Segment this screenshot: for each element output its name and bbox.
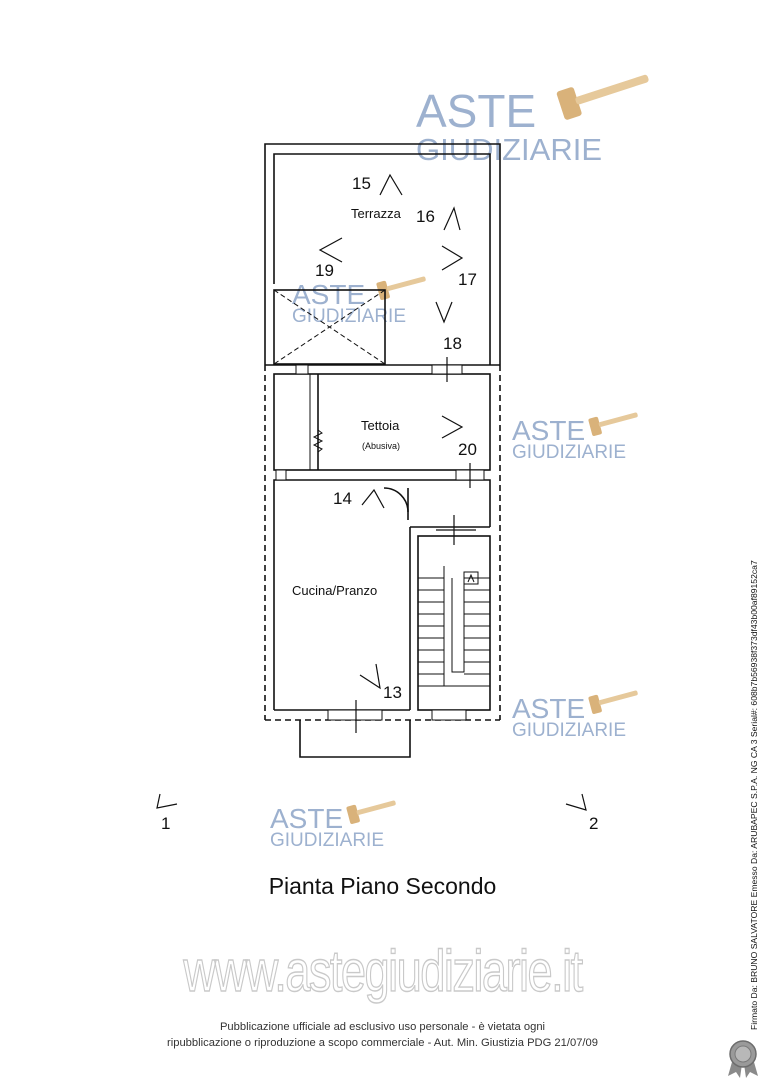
staircase — [418, 566, 490, 687]
view-marker-15 — [379, 173, 403, 196]
view-point-numbers: 15 16 19 17 18 20 14 13 1 2 — [161, 174, 598, 833]
gavel-icon — [346, 800, 396, 824]
view-number-15: 15 — [352, 174, 371, 193]
disclaimer-line-1: Pubblicazione ufficiale ad esclusivo uso… — [219, 1021, 546, 1033]
view-marker-16 — [443, 206, 461, 231]
view-marker-17 — [441, 245, 464, 271]
svg-text:GIUDIZIARIE: GIUDIZIARIE — [416, 132, 602, 167]
svg-text:ASTE: ASTE — [512, 415, 585, 446]
view-marker-1 — [156, 793, 178, 809]
view-marker-2 — [565, 793, 587, 811]
view-number-20: 20 — [458, 440, 477, 459]
radiator-symbol — [312, 429, 324, 453]
view-marker-14 — [361, 488, 385, 509]
view-number-16: 16 — [416, 207, 435, 226]
view-number-2: 2 — [589, 814, 598, 833]
room-label-cucina: Cucina/Pranzo — [292, 583, 377, 598]
opening-ticks — [355, 357, 476, 733]
view-number-19: 19 — [315, 261, 334, 280]
svg-text:ASTE: ASTE — [512, 693, 585, 724]
digital-signature-text: Firmato Da: BRUNO SALVATORE Emesso Da: A… — [749, 560, 759, 1030]
watermark-mid-right: ASTE GIUDIZIARIE — [512, 412, 638, 463]
room-label-terrazza: Terrazza — [351, 206, 402, 221]
gavel-icon — [588, 690, 638, 714]
gavel-icon — [556, 74, 649, 120]
watermark-bottom-left: ASTE GIUDIZIARIE — [270, 800, 396, 851]
view-marker-19 — [318, 237, 343, 263]
svg-text:GIUDIZIARIE: GIUDIZIARIE — [512, 442, 626, 463]
view-number-1: 1 — [161, 814, 170, 833]
view-marker-18 — [435, 301, 453, 324]
view-number-13: 13 — [383, 683, 402, 702]
watermark-top: ASTE GIUDIZIARIE — [416, 74, 649, 167]
view-number-18: 18 — [443, 334, 462, 353]
view-number-17: 17 — [458, 270, 477, 289]
gavel-icon — [376, 276, 426, 300]
svg-text:GIUDIZIARIE: GIUDIZIARIE — [512, 720, 626, 741]
seal-icon — [728, 1040, 758, 1078]
view-point-markers — [156, 173, 587, 811]
site-url-watermark: www.astegiudiziarie.it — [183, 938, 584, 1004]
watermark-mid-left: ASTE GIUDIZIARIE — [292, 276, 426, 327]
svg-text:ASTE: ASTE — [416, 85, 536, 137]
view-marker-20 — [441, 415, 464, 439]
view-marker-13 — [359, 663, 381, 690]
room-label-tettoia: Tettoia — [361, 418, 400, 433]
svg-text:ASTE: ASTE — [270, 803, 343, 834]
svg-text:GIUDIZIARIE: GIUDIZIARIE — [270, 830, 384, 851]
room-label-tettoia-note: (Abusiva) — [362, 441, 400, 451]
svg-text:ASTE: ASTE — [292, 279, 365, 310]
watermark-lower-right: ASTE GIUDIZIARIE — [512, 690, 638, 741]
room-labels: Terrazza Tettoia (Abusiva) Cucina/Pranzo — [292, 206, 402, 598]
view-number-14: 14 — [333, 489, 352, 508]
disclaimer-line-2: ripubblicazione o riproduzione a scopo c… — [167, 1037, 598, 1049]
disclaimer: Pubblicazione ufficiale ad esclusivo uso… — [0, 1019, 765, 1051]
svg-text:GIUDIZIARIE: GIUDIZIARIE — [292, 306, 406, 327]
gavel-icon — [588, 412, 638, 436]
plan-title: Pianta Piano Secondo — [268, 873, 497, 899]
